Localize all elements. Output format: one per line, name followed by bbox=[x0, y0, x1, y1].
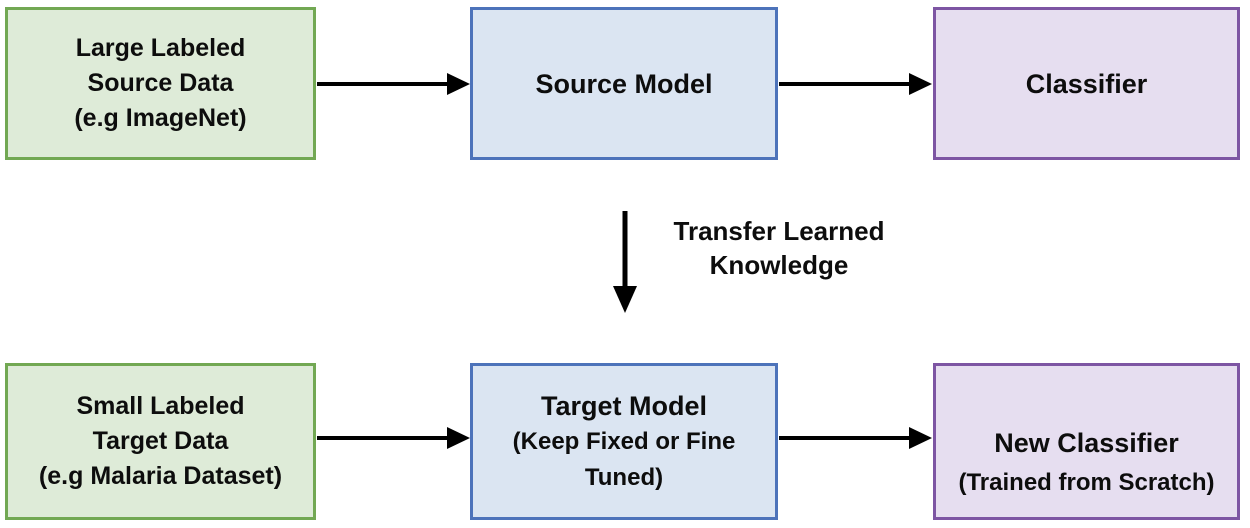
node-source-model: Source Model bbox=[470, 7, 778, 160]
transfer-knowledge-label: Transfer Learned Knowledge bbox=[648, 214, 910, 282]
arrow-target-model-to-new-classifier bbox=[779, 427, 932, 449]
node-source-data-line: (e.g ImageNet) bbox=[74, 104, 247, 132]
node-source-data-line: Source Data bbox=[87, 69, 234, 97]
node-new-classifier-title: New Classifier bbox=[994, 427, 1179, 458]
node-source-model-label: Source Model bbox=[535, 68, 713, 99]
arrow-target-data-to-target-model bbox=[317, 427, 470, 449]
transfer-knowledge-label-line: Knowledge bbox=[709, 250, 849, 280]
node-new-classifier-subtitle: (Trained from Scratch) bbox=[958, 468, 1215, 496]
node-target-model-subtitle-line: (Keep Fixed or Fine bbox=[512, 427, 736, 455]
node-target-data: Small Labeled Target Data (e.g Malaria D… bbox=[5, 363, 316, 520]
node-source-data-line: Large Labeled bbox=[75, 34, 246, 62]
node-target-model: Target Model (Keep Fixed or Fine Tuned) bbox=[470, 363, 778, 520]
node-target-data-line: (e.g Malaria Dataset) bbox=[38, 462, 283, 490]
node-target-model-subtitle-line: Tuned) bbox=[584, 463, 664, 491]
arrow-transfer-knowledge bbox=[613, 211, 637, 313]
node-target-data-line: Target Data bbox=[92, 427, 229, 455]
node-source-data: Large Labeled Source Data (e.g ImageNet) bbox=[5, 7, 316, 160]
node-target-model-title: Target Model bbox=[540, 390, 707, 421]
node-new-classifier: New Classifier (Trained from Scratch) bbox=[933, 363, 1240, 520]
arrow-source-model-to-classifier bbox=[779, 73, 932, 95]
node-target-data-line: Small Labeled bbox=[76, 392, 245, 420]
node-classifier: Classifier bbox=[933, 7, 1240, 160]
arrow-source-data-to-source-model bbox=[317, 73, 470, 95]
node-classifier-label: Classifier bbox=[1025, 68, 1148, 99]
transfer-knowledge-label-line: Transfer Learned bbox=[673, 216, 885, 246]
